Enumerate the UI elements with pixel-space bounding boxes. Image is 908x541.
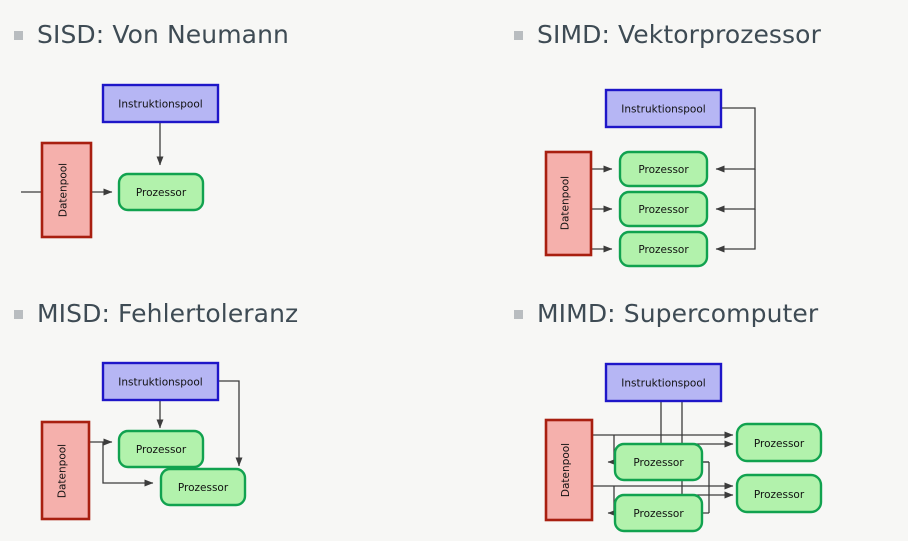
- node-instruction-pool: Instruktionspool: [101, 361, 220, 402]
- node-processor-1: Prozessor: [613, 442, 704, 482]
- data-pool-box: [544, 150, 593, 257]
- processor-label: Prozessor: [638, 164, 689, 176]
- diagram-sisd: Instruktionspool Datenpool Prozessor: [21, 83, 220, 239]
- data-pool-box: [40, 420, 91, 521]
- node-processor-1: Prozessor: [618, 150, 709, 188]
- data-pool-label: Datenpool: [58, 163, 70, 217]
- processor-label: Prozessor: [754, 438, 805, 450]
- node-data-pool: Datenpool: [544, 150, 593, 257]
- processor-label: Prozessor: [136, 444, 187, 456]
- node-processor-1: Prozessor: [117, 429, 205, 469]
- processor-label: Prozessor: [638, 204, 689, 216]
- arrow-data-to-processor-2: [102, 442, 154, 487]
- node-instruction-pool: Instruktionspool: [604, 362, 723, 403]
- arrow-data-to-left-processor-1: [607, 435, 617, 466]
- bullet-square-icon: [514, 31, 523, 40]
- node-data-pool: Datenpool: [40, 420, 91, 521]
- bullet-square-icon: [14, 31, 23, 40]
- processor-box: [618, 190, 709, 228]
- diagram-misd: Instruktionspool Datenpool Prozessor Pro…: [40, 361, 247, 521]
- heading-mimd-label: MIMD: Supercomputer: [537, 299, 819, 328]
- processor-box: [618, 150, 709, 188]
- node-processor-2: Prozessor: [618, 190, 709, 228]
- arrow-instruction-to-processor-2: [218, 380, 243, 467]
- heading-misd: MISD: Fehlertoleranz: [14, 301, 298, 326]
- node-data-pool: Datenpool: [40, 141, 93, 239]
- instruction-pool-box: [604, 88, 723, 129]
- quadrant-misd: MISD: Fehlertoleranz Instruktionspool: [0, 271, 454, 541]
- instruction-pool-box: [101, 83, 220, 124]
- node-processor-2: Prozessor: [613, 493, 704, 533]
- data-pool-label: Datenpool: [560, 176, 572, 230]
- bullet-square-icon: [14, 310, 23, 319]
- processor-label: Prozessor: [136, 187, 187, 199]
- bullet-square-icon: [514, 310, 523, 319]
- data-pool-box: [40, 141, 93, 239]
- quadrant-mimd: MIMD: Supercomputer I: [454, 271, 908, 541]
- processor-box: [618, 230, 709, 268]
- data-pool-label: Datenpool: [560, 443, 572, 497]
- instruction-pool-label: Instruktionspool: [621, 104, 705, 116]
- processor-label: Prozessor: [638, 244, 689, 256]
- heading-simd: SIMD: Vektorprozessor: [514, 22, 821, 47]
- node-processor-4: Prozessor: [735, 473, 823, 514]
- diagram-simd: Instruktionspool Datenpool Prozessor Pro…: [544, 88, 756, 268]
- node-processor-1: Prozessor: [117, 172, 205, 212]
- heading-misd-label: MISD: Fehlertoleranz: [37, 299, 299, 328]
- diagram-mimd: Instruktionspool Datenpool Prozessor Pro…: [544, 362, 823, 533]
- instruction-pool-label: Instruktionspool: [621, 378, 705, 390]
- arrow-data-to-left-processor-2: [607, 486, 617, 517]
- processor-box: [613, 493, 704, 533]
- processor-box: [117, 172, 205, 212]
- processor-box: [735, 422, 823, 463]
- node-data-pool: Datenpool: [544, 418, 594, 522]
- heading-sisd: SISD: Von Neumann: [14, 22, 289, 47]
- quadrant-simd: SIMD: Vektorprozessor Instruktionspool: [454, 0, 908, 271]
- processor-box: [613, 442, 704, 482]
- processor-box: [735, 473, 823, 514]
- arrow-instruction-to-processor-1: [715, 107, 756, 173]
- node-processor-3: Prozessor: [735, 422, 823, 463]
- instruction-pool-label: Instruktionspool: [118, 377, 202, 389]
- node-instruction-pool: Instruktionspool: [604, 88, 723, 129]
- instruction-pool-box: [101, 361, 220, 402]
- arrow-instruction-to-processor-3: [715, 209, 756, 253]
- processor-label: Prozessor: [633, 508, 684, 520]
- arrow-instruction-to-processor-2: [715, 169, 756, 213]
- quadrant-sisd: SISD: Von Neumann Instruktionspool Daten…: [0, 0, 454, 271]
- data-pool-label: Datenpool: [57, 444, 69, 498]
- instruction-pool-label: Instruktionspool: [118, 99, 202, 111]
- processor-label: Prozessor: [178, 482, 229, 494]
- node-processor-2: Prozessor: [159, 467, 247, 507]
- heading-mimd: MIMD: Supercomputer: [514, 301, 818, 326]
- processor-label: Prozessor: [754, 489, 805, 501]
- processor-box: [117, 429, 205, 469]
- processor-box: [159, 467, 247, 507]
- processor-label: Prozessor: [633, 457, 684, 469]
- heading-simd-label: SIMD: Vektorprozessor: [537, 20, 821, 49]
- instruction-pool-box: [604, 362, 723, 403]
- node-processor-3: Prozessor: [618, 230, 709, 268]
- heading-sisd-label: SISD: Von Neumann: [37, 20, 289, 49]
- data-pool-box: [544, 418, 594, 522]
- node-instruction-pool: Instruktionspool: [101, 83, 220, 124]
